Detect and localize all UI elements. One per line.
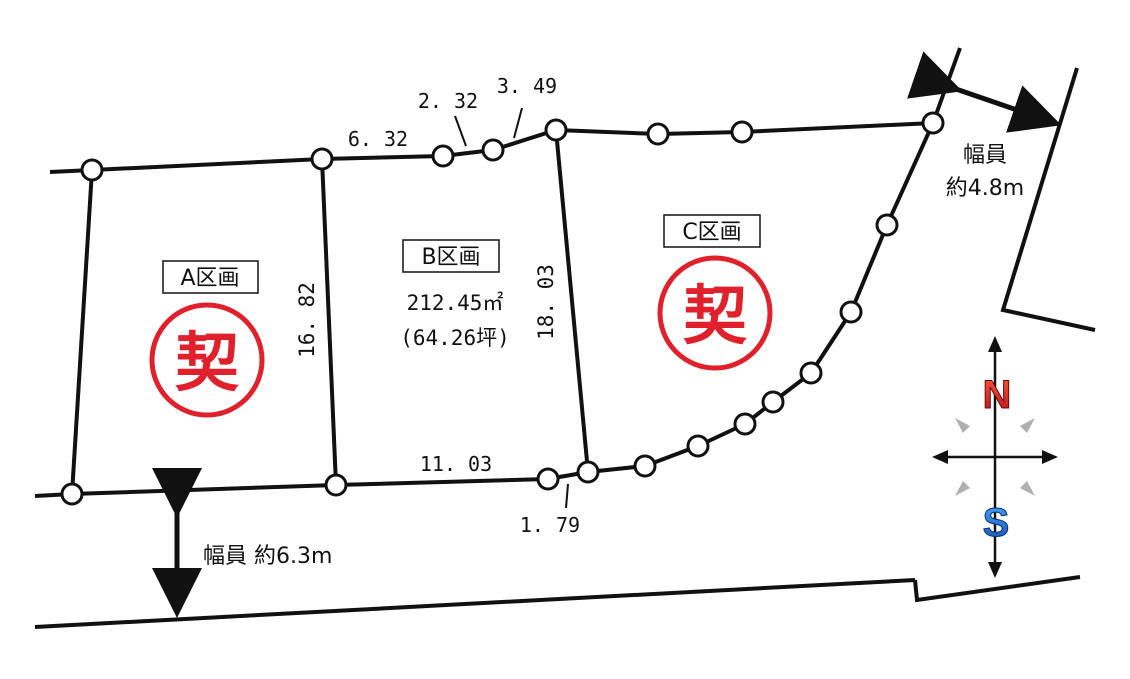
boundary-marker [310, 147, 334, 171]
compass-north-label: N [983, 373, 1012, 417]
east-road-width-label: 幅員 [963, 143, 1007, 168]
boundary-marker [730, 120, 754, 144]
boundary-marker [646, 122, 670, 146]
east-road-width-arrow [907, 51, 1062, 133]
east-road-inner-edge [931, 47, 962, 124]
lot-c-label-box: C区画 [663, 214, 761, 248]
lot-a-b-line [320, 158, 338, 486]
lot-a-label: A区画 [180, 266, 239, 291]
east-road-width-value: 約4.8m [946, 176, 1024, 201]
compass: N S [932, 336, 1058, 578]
boundary-marker [481, 138, 505, 162]
lot-a-label-box: A区画 [162, 260, 259, 294]
compass-ray [955, 418, 970, 433]
boundary-marker [80, 158, 104, 182]
boundary-marker [633, 454, 657, 478]
compass-arrow-south [988, 562, 1002, 578]
boundary-marker [536, 467, 560, 491]
lot-b-area-tsubo: (64.26坪) [400, 326, 510, 350]
boundary-marker [875, 213, 899, 237]
lot-b-label: B区画 [421, 245, 480, 270]
boundary-marker [733, 412, 757, 436]
compass-ray [955, 481, 970, 496]
south-road-edge [34, 578, 916, 629]
leader-2-32 [454, 115, 467, 147]
boundary-marker [921, 111, 945, 135]
compass-arrow-east [1042, 450, 1058, 464]
dim-2-32: 2. 32 [418, 89, 478, 113]
leader-3-49 [513, 107, 523, 139]
boundary-marker [544, 118, 568, 142]
compass-ray [1020, 418, 1035, 433]
road-width-arrows [152, 51, 1062, 618]
dim-18-03: 18. 03 [534, 264, 558, 340]
boundary-marker [799, 361, 823, 385]
south-road-edge-right [913, 575, 1081, 603]
compass-arrow-north [988, 336, 1002, 352]
boundary-marker [576, 460, 600, 484]
dim-11-03: 11. 03 [420, 452, 492, 476]
boundary-marker [60, 482, 84, 506]
lot-b-label-box: B区画 [402, 239, 500, 273]
dimension-leaders [454, 107, 569, 509]
boundary-marker [839, 300, 863, 324]
lot-a-stamp-text: 契 [175, 326, 239, 401]
compass-south-label: S [983, 501, 1010, 545]
boundary-markers [60, 111, 945, 506]
compass-ray [1020, 481, 1035, 496]
boundary-marker [761, 390, 785, 414]
lot-c-contract-stamp: 契 [657, 255, 773, 371]
compass-arrow-west [932, 450, 948, 464]
lot-a-west-line [70, 169, 94, 495]
lot-a-contract-stamp: 契 [149, 302, 265, 418]
boundary-marker [686, 434, 710, 458]
leader-1-79 [565, 483, 569, 509]
boundary-marker [431, 144, 455, 168]
dim-3-49: 3. 49 [497, 74, 557, 98]
dim-16-82: 16. 82 [295, 282, 319, 358]
lot-b-c-line [554, 129, 590, 473]
east-road-edge [1000, 67, 1096, 332]
lot-c-stamp-text: 契 [683, 279, 747, 354]
dim-6-32: 6. 32 [348, 127, 408, 151]
lot-c-label: C区画 [682, 220, 741, 245]
boundary-marker [324, 473, 348, 497]
south-road-width-label: 幅員 約6.3m [203, 544, 332, 569]
lot-b-area-m2: 212.45㎡ [407, 291, 504, 315]
dim-1-79: 1. 79 [520, 513, 580, 537]
